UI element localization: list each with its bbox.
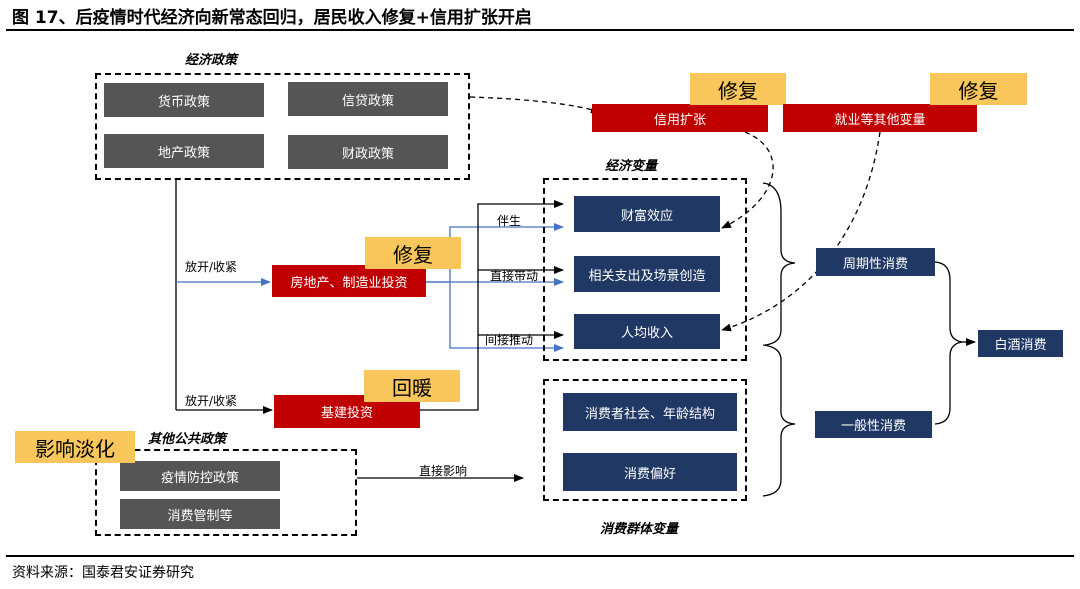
credit-expansion-box: 信用扩张: [592, 104, 768, 132]
top-rule: [6, 29, 1074, 31]
direct-drive-label: 直接带动: [490, 269, 539, 283]
direct-impact-label: 直接影响: [419, 464, 468, 478]
policy-group-label: 经济政策: [185, 53, 238, 68]
accompany-label: 伴生: [497, 214, 522, 228]
indirect-push-label: 间接推动: [485, 333, 534, 347]
other-policy-frame: [95, 449, 357, 536]
fiscal-policy-box: 财政政策: [288, 135, 448, 169]
social-age-structure-box: 消费者社会、年龄结构: [563, 393, 737, 431]
employment-box: 就业等其他变量: [783, 104, 977, 132]
consumer-variables-label: 消费群体变量: [600, 522, 679, 537]
wealth-effect-box: 财富效应: [574, 196, 720, 232]
consumption-control-box: 消费管制等: [120, 499, 280, 529]
income-per-capita-box: 人均收入: [574, 314, 720, 349]
consumer-preference-box: 消费偏好: [563, 453, 737, 491]
credit-repair-tag: 修复: [690, 73, 786, 105]
open-close-label-2: 放开/收紧: [185, 394, 238, 408]
consumer-variables-frame: [543, 379, 747, 501]
property-investment-box: 房地产、制造业投资: [272, 265, 426, 297]
general-consumption-box: 一般性消费: [815, 411, 932, 438]
monetary-policy-box: 货币政策: [104, 83, 264, 117]
infrastructure-warming-tag: 回暖: [364, 370, 460, 402]
credit-policy-box: 信贷政策: [288, 82, 448, 116]
bottom-rule: [6, 555, 1074, 557]
impact-fade-tag: 影响淡化: [15, 431, 135, 463]
econ-variables-frame: [543, 178, 747, 361]
other-policy-label: 其他公共政策: [148, 432, 227, 447]
open-close-label-1: 放开/收紧: [185, 260, 238, 274]
employment-repair-tag: 修复: [930, 73, 1027, 105]
property-policy-box: 地产政策: [104, 134, 264, 168]
spending-scene-box: 相关支出及场景创造: [574, 256, 720, 292]
policy-group-frame: [95, 73, 470, 180]
baijiu-consumption-box: 白酒消费: [978, 330, 1063, 357]
figure-title: 图 17、后疫情时代经济向新常态回归，居民收入修复+信用扩张开启: [12, 8, 532, 28]
cyclical-consumption-box: 周期性消费: [816, 248, 935, 276]
property-repair-tag: 修复: [365, 237, 461, 269]
epidemic-control-box: 疫情防控政策: [120, 461, 280, 491]
econ-variables-label: 经济变量: [605, 159, 658, 174]
source-note: 资料来源：国泰君安证券研究: [12, 565, 194, 581]
